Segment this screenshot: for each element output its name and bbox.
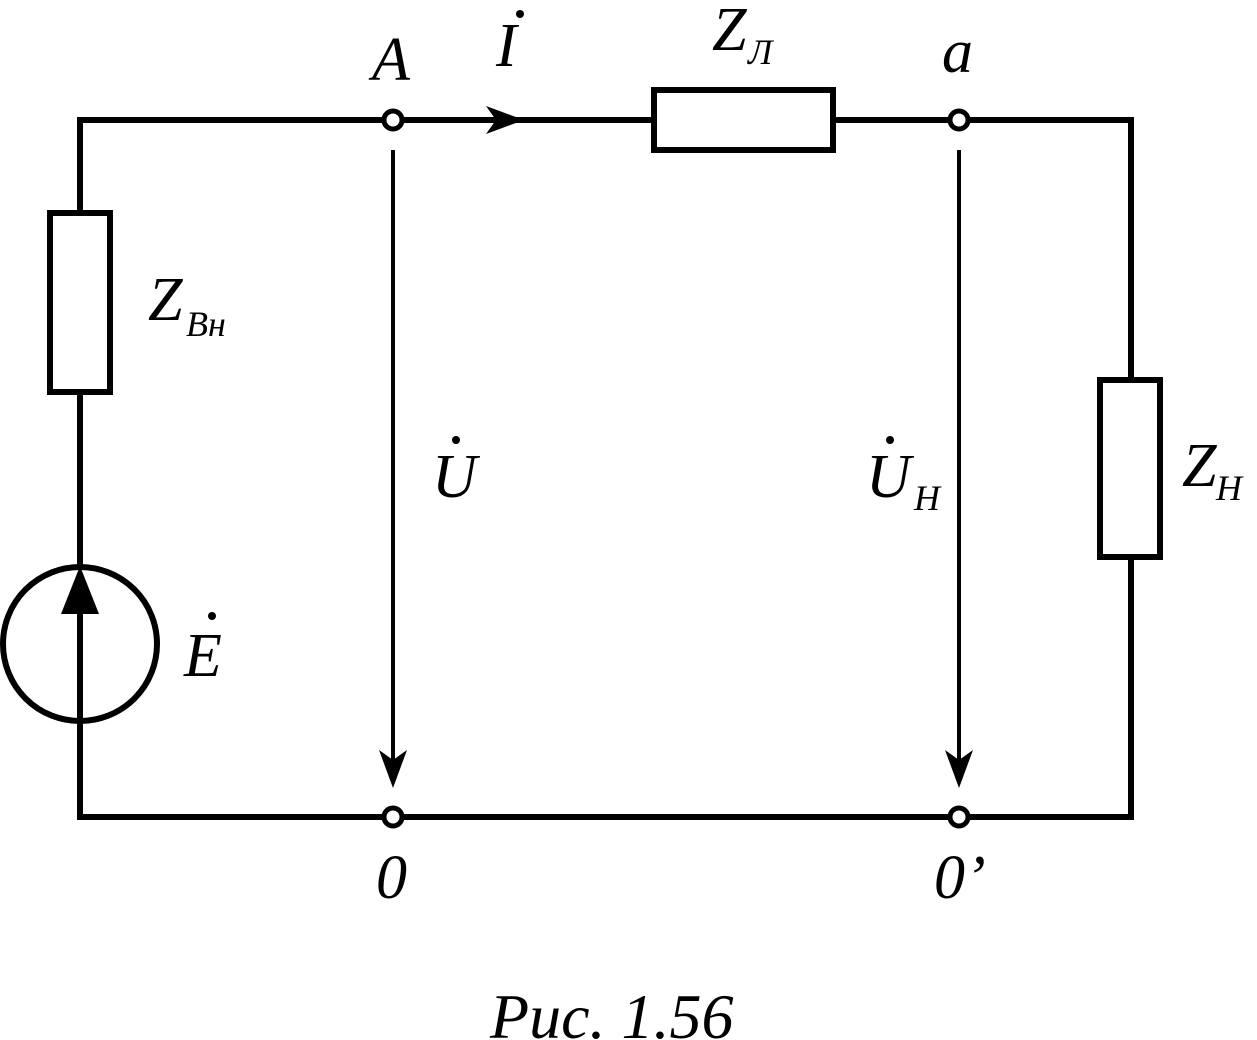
voltage-un-arrowhead-icon — [945, 750, 973, 788]
node-a-label: a — [942, 18, 973, 86]
voltage-u-arrowhead-icon — [379, 750, 407, 788]
svg-text:I: I — [495, 12, 520, 80]
svg-text:Вн: Вн — [186, 304, 226, 344]
voltage-arrow-u — [379, 150, 407, 788]
internal-impedance-resistor — [47, 210, 113, 395]
figure-caption: Рис. 1.56 — [489, 981, 734, 1040]
svg-text:Z: Z — [1182, 432, 1217, 500]
svg-text:Z: Z — [148, 266, 183, 334]
node-A-terminal — [381, 108, 405, 132]
svg-text:Л: Л — [747, 32, 775, 72]
wire-top-left — [77, 117, 387, 216]
svg-text:U: U — [866, 443, 915, 511]
node-0-terminal — [381, 805, 405, 829]
wire-bottom-right — [965, 554, 1134, 820]
emf-label: E — [183, 612, 222, 690]
current-arrow-icon — [486, 106, 524, 134]
node-0-label: 0 — [376, 844, 407, 912]
wire-top-right — [965, 117, 1134, 383]
wires — [77, 117, 1134, 820]
node-a-terminal — [947, 108, 971, 132]
source-arrow-icon — [61, 566, 99, 614]
internal-impedance-label: Z Вн — [148, 266, 226, 344]
node-0prime-terminal — [947, 805, 971, 829]
voltage-un-label: U Н — [866, 436, 942, 518]
svg-text:Н: Н — [1215, 468, 1244, 508]
svg-text:Н: Н — [913, 478, 942, 518]
node-0prime-label: 0’ — [934, 844, 986, 912]
voltage-u-label: U — [432, 436, 481, 511]
svg-text:U: U — [432, 443, 481, 511]
load-impedance-label: Z Н — [1182, 432, 1244, 508]
emf-source — [0, 564, 160, 725]
current-label: I — [495, 10, 524, 80]
svg-text:E: E — [183, 622, 222, 690]
node-A-label: A — [368, 26, 411, 94]
svg-text:Z: Z — [712, 0, 747, 64]
line-impedance-label: Z Л — [712, 0, 775, 72]
load-impedance-resistor — [1097, 377, 1163, 560]
wire-bottom-left — [77, 719, 387, 820]
line-impedance-resistor — [651, 87, 836, 153]
voltage-arrow-un — [945, 150, 973, 788]
